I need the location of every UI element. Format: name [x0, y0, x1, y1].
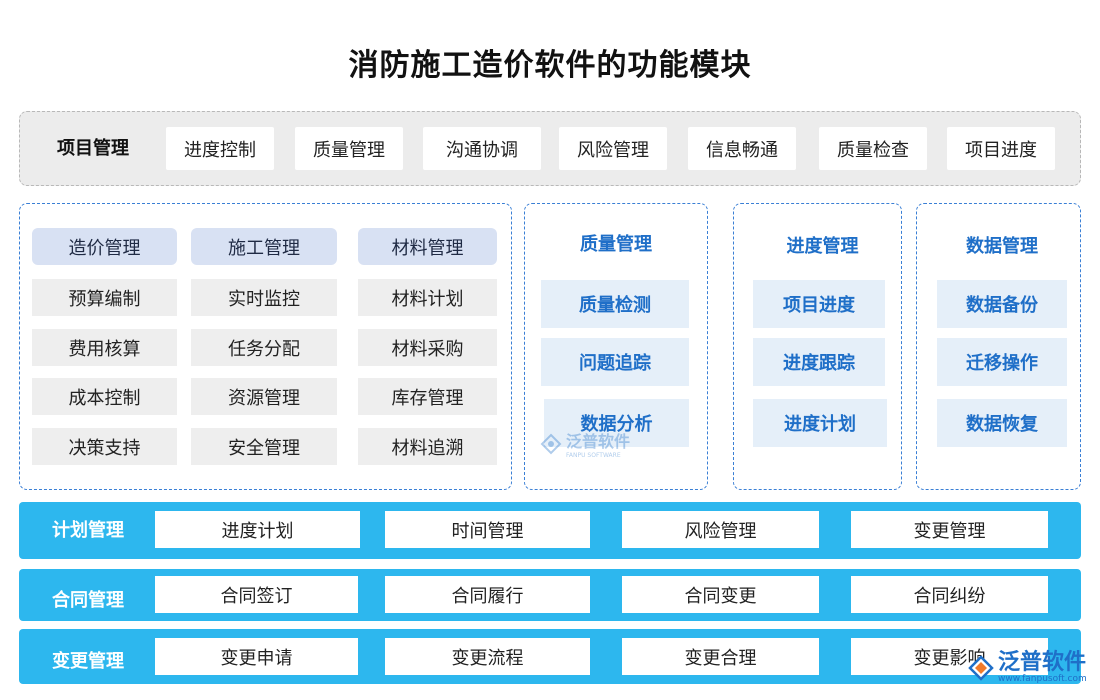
- cell: 任务分配: [191, 329, 337, 366]
- top-item: 项目进度: [947, 127, 1055, 170]
- cell: 数据恢复: [937, 399, 1067, 447]
- brand-logo: 泛普软件 www.fanpusoft.com: [968, 652, 1087, 684]
- band-item: 变更管理: [851, 511, 1048, 548]
- cell: 库存管理: [358, 378, 497, 415]
- band-item: 合同变更: [622, 576, 819, 613]
- band-item: 变更流程: [385, 638, 590, 675]
- cell: 实时监控: [191, 279, 337, 316]
- top-item: 质量检查: [819, 127, 927, 170]
- band-item: 合同履行: [385, 576, 590, 613]
- fanpu-logo-icon: [540, 433, 562, 454]
- watermark-sub: FANPU SOFTWARE: [566, 452, 621, 459]
- band-label: 计划管理: [52, 520, 124, 541]
- page-title: 消防施工造价软件的功能模块: [348, 48, 752, 83]
- band-item: 合同纠纷: [851, 576, 1048, 613]
- band-item: 变更合理: [622, 638, 819, 675]
- band-item: 进度计划: [155, 511, 360, 548]
- top-item: 质量管理: [295, 127, 403, 170]
- band-item: 合同签订: [155, 576, 358, 613]
- cell: 决策支持: [32, 428, 177, 465]
- band-label: 变更管理: [52, 651, 124, 672]
- column-head-cost: 造价管理: [32, 228, 177, 265]
- brand-url: www.fanpusoft.com: [998, 674, 1087, 684]
- top-item: 信息畅通: [688, 127, 796, 170]
- progress-head: 进度管理: [786, 236, 859, 257]
- cell: 费用核算: [32, 329, 177, 366]
- cell: 质量检测: [541, 280, 689, 328]
- watermark-text: 泛普软件: [566, 432, 631, 451]
- cell: 材料采购: [358, 329, 497, 366]
- band-item: 变更申请: [155, 638, 358, 675]
- cell: 问题追踪: [541, 338, 689, 386]
- fanpu-logo-icon: [968, 655, 994, 681]
- cell: 迁移操作: [937, 338, 1067, 386]
- column-head-material: 材料管理: [358, 228, 497, 265]
- cell: 项目进度: [753, 280, 885, 328]
- cell: 进度计划: [753, 399, 887, 447]
- band-item: 风险管理: [622, 511, 819, 548]
- cell: 成本控制: [32, 378, 177, 415]
- band-item: 时间管理: [385, 511, 590, 548]
- data-head: 数据管理: [966, 236, 1038, 257]
- column-head-construction: 施工管理: [191, 228, 337, 265]
- band-label: 合同管理: [52, 590, 124, 611]
- cell: 数据分析: [544, 399, 689, 447]
- cell: 进度跟踪: [753, 338, 885, 386]
- cell: 数据备份: [937, 280, 1067, 328]
- project-management-label: 项目管理: [57, 138, 129, 159]
- cell: 材料计划: [358, 279, 497, 316]
- top-item: 沟通协调: [423, 127, 541, 170]
- quality-head: 质量管理: [580, 234, 652, 255]
- watermark: 泛普软件 FANPU SOFTWARE: [540, 428, 630, 459]
- cell: 安全管理: [191, 428, 337, 465]
- band-item: 变更影响: [851, 638, 1048, 675]
- cell: 材料追溯: [358, 428, 497, 465]
- cell: 预算编制: [32, 279, 177, 316]
- brand-text: 泛普软件: [998, 650, 1087, 675]
- cell: 资源管理: [191, 378, 337, 415]
- top-item: 风险管理: [559, 127, 667, 170]
- top-item: 进度控制: [166, 127, 274, 170]
